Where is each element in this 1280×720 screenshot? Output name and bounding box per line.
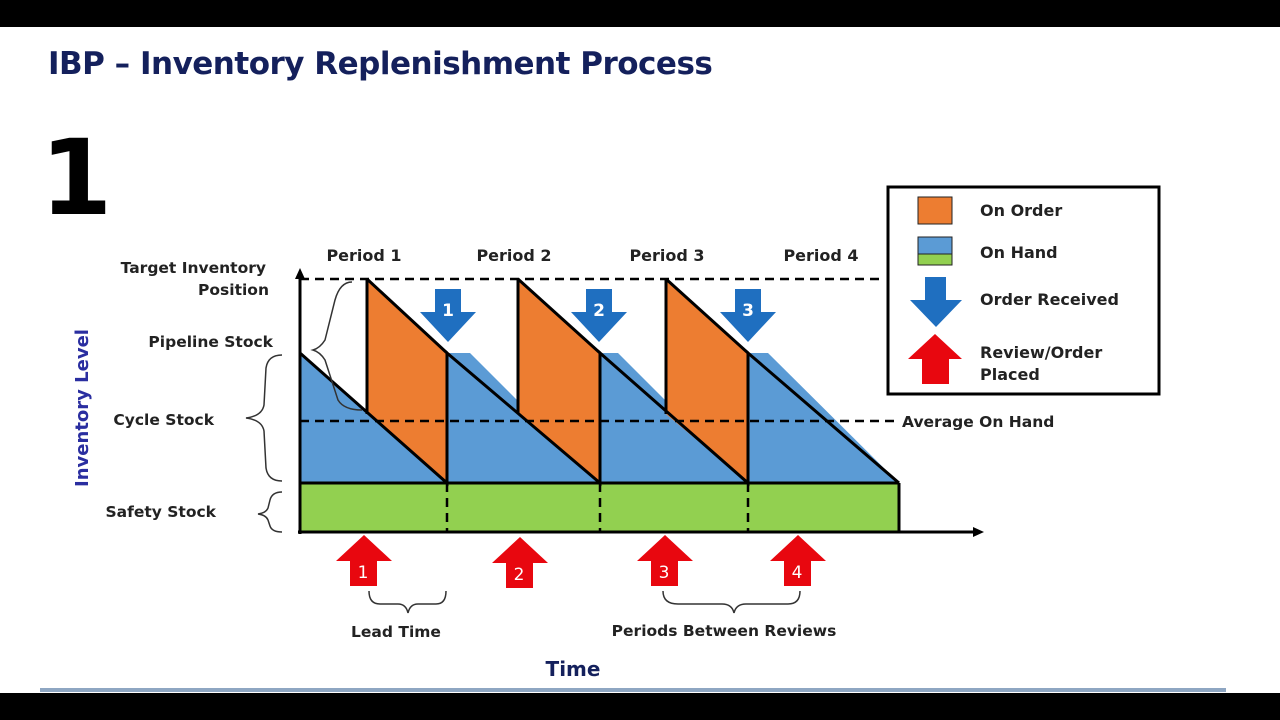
legend-order-received-icon: [910, 277, 962, 327]
arrow-number: 3: [659, 563, 670, 583]
arrow-number: 3: [742, 301, 754, 321]
order-received-arrow-3: 3: [720, 289, 776, 342]
legend-label-on-order: On Order: [980, 201, 1062, 220]
period-label: Period 4: [783, 246, 858, 265]
period-label: Period 1: [326, 246, 401, 265]
legend-swatch-on-hand: [917, 236, 953, 255]
on-order-area-3: [666, 279, 748, 483]
cycle-stock-label: Cycle Stock: [113, 411, 214, 429]
period-label: Period 3: [629, 246, 704, 265]
sawtooth-outline: [299, 277, 901, 532]
review-arrow-4: 4: [770, 535, 826, 586]
page-title: IBP – Inventory Replenishment Process: [48, 46, 713, 82]
dashed-guides: [300, 277, 898, 532]
legend-label-on-hand: On Hand: [980, 243, 1058, 262]
legend-label-order-received: Order Received: [980, 290, 1119, 309]
review-arrow-1: 1: [336, 535, 392, 586]
review-arrow-2: 2: [492, 537, 548, 588]
periods-between-reviews-label: Periods Between Reviews: [612, 622, 837, 640]
on-order-area-1: [367, 279, 447, 483]
x-axis-label: Time: [546, 657, 601, 681]
top-letterbox-bar: [0, 0, 1280, 27]
axes: [295, 268, 984, 537]
arrow-number: 2: [514, 565, 525, 585]
on-order-area-2: [518, 279, 600, 483]
period-label: Period 2: [476, 246, 551, 265]
footer-divider: [40, 688, 1226, 692]
arrow-number: 1: [442, 301, 454, 321]
bottom-letterbox-bar: [0, 693, 1280, 720]
slide-number: 1: [40, 117, 113, 239]
y-axis-label: Inventory Level: [72, 329, 93, 487]
target-inventory-label: Position: [198, 281, 269, 299]
review-arrow-3: 3: [637, 535, 693, 586]
order-received-arrow-1: 1: [420, 289, 476, 342]
arrow-number: 4: [792, 563, 803, 583]
legend-swatch-on-order: [917, 196, 953, 225]
average-on-hand-label: Average On Hand: [902, 413, 1054, 431]
pipeline-stock-label: Pipeline Stock: [148, 333, 273, 351]
arrow-number: 1: [358, 563, 369, 583]
order-received-arrow-2: 2: [571, 289, 627, 342]
left-braces: [245, 281, 363, 533]
bottom-braces: [368, 590, 801, 614]
legend-swatch-safety: [917, 253, 953, 266]
legend: On Order On Hand Order Received Review/O…: [886, 185, 1161, 396]
legend-label-review: Placed: [980, 365, 1040, 384]
legend-label-review: Review/Order: [980, 343, 1102, 362]
legend-review-icon: [908, 334, 962, 384]
safety-stock-label: Safety Stock: [105, 503, 216, 521]
arrow-number: 2: [593, 301, 605, 321]
target-inventory-label: Target Inventory: [121, 259, 266, 277]
lead-time-label: Lead Time: [351, 623, 441, 641]
